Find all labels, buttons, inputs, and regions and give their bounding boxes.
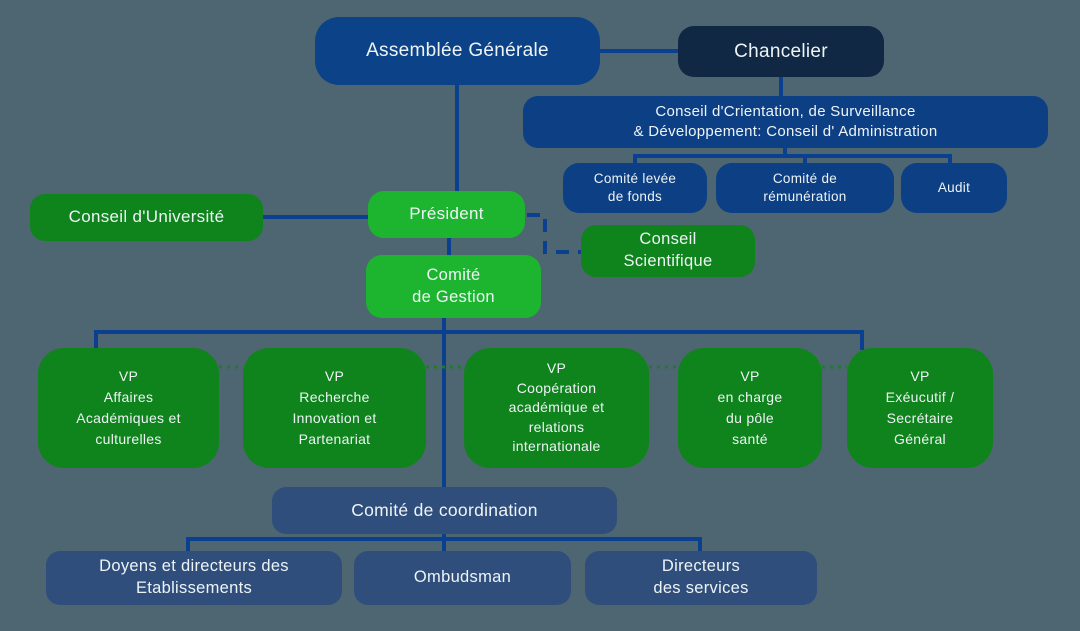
- node-comite-remuneration: Comité de rémunération: [716, 163, 894, 213]
- node-vp-sante: VP en charge du pôle santé: [678, 348, 822, 468]
- node-vp-cooperation: VP Coopération académique et relations i…: [464, 348, 649, 468]
- node-comite-levee-fonds: Comité levée de fonds: [563, 163, 707, 213]
- node-chancelier: Chancelier: [678, 26, 884, 77]
- node-conseil-scientifique: Conseil Scientifique: [581, 225, 755, 277]
- node-conseil-universite: Conseil d'Université: [30, 194, 263, 241]
- edge-president-scientifique-dashed: [527, 213, 583, 254]
- node-president: Président: [368, 191, 525, 238]
- node-doyens: Doyens et directeurs des Etablissements: [46, 551, 342, 605]
- node-comite-coordination: Comité de coordination: [272, 487, 617, 534]
- node-conseil-orientation: Conseil d'Crientation, de Surveillance &…: [523, 96, 1048, 148]
- node-audit: Audit: [901, 163, 1007, 213]
- node-comite-gestion: Comité de Gestion: [366, 255, 541, 318]
- node-assemblee-generale: Assemblée Générale: [315, 17, 600, 85]
- node-vp-executif: VP Exéucutif / Secrétaire Général: [847, 348, 993, 468]
- node-vp-affaires: VP Affaires Académiques et culturelles: [38, 348, 219, 468]
- node-directeurs-services: Directeurs des services: [585, 551, 817, 605]
- node-ombudsman: Ombudsman: [354, 551, 571, 605]
- node-vp-recherche: VP Recherche Innovation et Partenariat: [243, 348, 426, 468]
